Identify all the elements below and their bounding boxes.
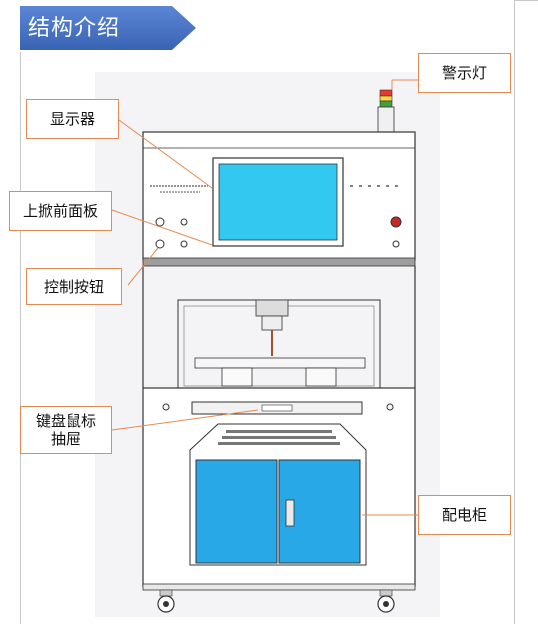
page-title: 结构介绍 xyxy=(28,16,121,41)
label-electric-cabinet: 配电柜 xyxy=(418,495,511,535)
frame-top-line xyxy=(515,0,538,1)
label-keyboard-drawer-line1: 键盘鼠标 xyxy=(35,412,96,430)
label-keyboard-drawer: 键盘鼠标 抽屉 xyxy=(20,406,112,454)
cabinet-door-left xyxy=(195,459,278,564)
label-display-text: 显示器 xyxy=(49,110,95,128)
label-front-panel-text: 上掀前面板 xyxy=(22,202,98,220)
work-area xyxy=(142,266,416,389)
label-alarm-light-text: 警示灯 xyxy=(441,64,487,82)
frame-left-line xyxy=(20,52,21,624)
label-alarm-light: 警示灯 xyxy=(418,53,511,93)
label-electric-cabinet-text: 配电柜 xyxy=(441,506,487,524)
upper-cabinet xyxy=(142,131,416,267)
label-control-buttons: 控制按钮 xyxy=(26,268,122,305)
alarm-light-icon xyxy=(377,89,395,133)
title-banner xyxy=(20,6,196,50)
label-front-panel: 上掀前面板 xyxy=(9,191,112,231)
label-display: 显示器 xyxy=(26,99,119,139)
frame-right-line xyxy=(514,0,515,624)
caster-wheels xyxy=(157,589,395,613)
leader-lines xyxy=(111,79,418,516)
label-control-buttons-text: 控制按钮 xyxy=(43,277,104,296)
lower-cabinet xyxy=(142,387,416,591)
label-keyboard-drawer-line2: 抽屉 xyxy=(50,430,81,448)
